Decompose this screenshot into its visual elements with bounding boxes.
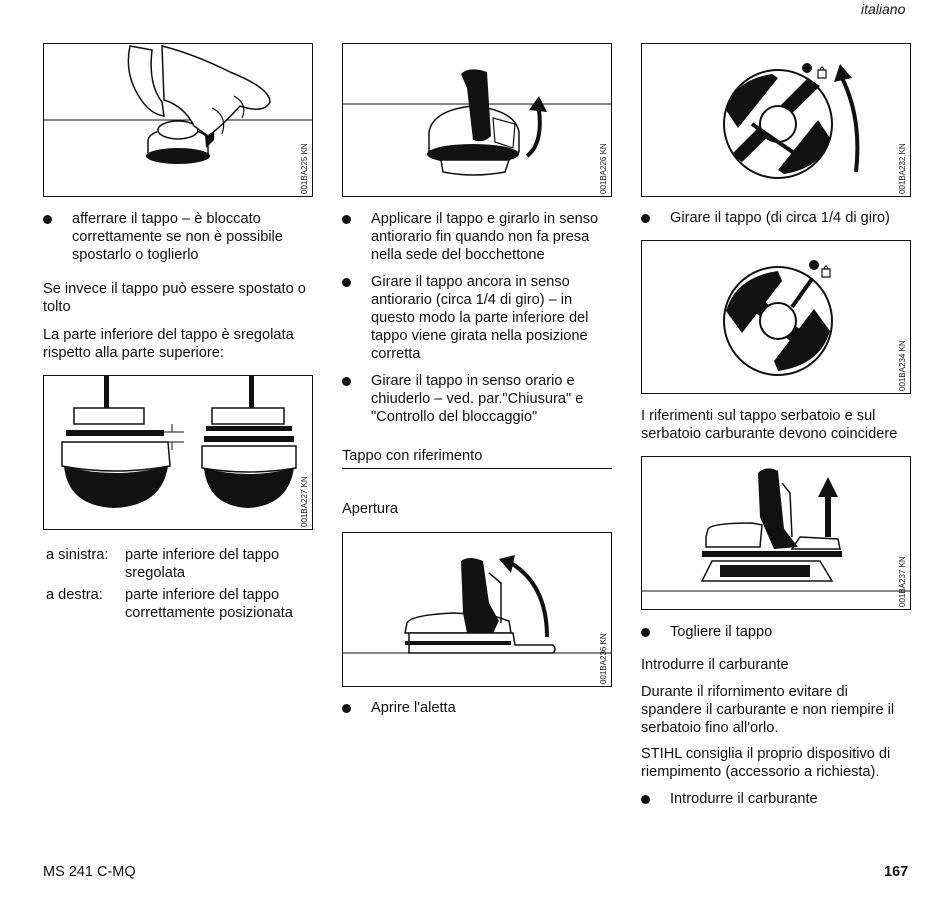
bullet-text: Togliere il tappo [670,624,773,640]
figure-remove-cap: 001BA237 KN [641,456,911,610]
bullet-dot [342,377,351,386]
figure-code: 001BA232 KN [898,143,907,194]
bullet-text: Introdurre il carburante [670,791,818,807]
bullet-dot [342,278,351,287]
bullet-dot [641,214,650,223]
figure-code: 001BA225 KN [300,143,309,194]
turn-quarter-illustration [723,63,860,179]
figure-open-flap: 001BA236 KN [342,532,612,687]
remove-cap-illustration [642,468,910,592]
bullet-text: Aprire l'aletta [371,700,456,716]
bullet-turn-quarter: Girare il tappo (di circa 1/4 di giro) [641,209,921,229]
section-title-cap-mark: Tappo con riferimento [342,447,612,469]
para-stihl-recommend: STIHL consiglia il proprio dispositivo d… [641,746,891,780]
figure-code: 001BA226 KN [599,143,608,194]
bullet-open-flap: Aprire l'aletta [342,699,612,719]
figure-code: 001BA236 KN [599,633,608,684]
open-flap-illustration [343,555,611,654]
bullet-remove-cap: Togliere il tappo [641,623,921,643]
marks-aligned-illustration [723,260,833,376]
figure-cap-comparison: 001BA227 KN [43,375,313,530]
subheading-opening: Apertura [342,501,398,517]
heading-cap-loose: Se invece il tappo può essere spostato o… [43,281,306,315]
para-misaligned: La parte inferiore del tappo è sregolata… [43,327,294,361]
bullet-dot [641,628,650,637]
figure-grip-cap: 001BA225 KN [43,43,313,197]
apply-cap-illustration [343,69,611,176]
bullet-refuel: Introdurre il carburante [641,790,921,810]
bullet-dot [342,704,351,713]
bullet-dot [43,215,52,224]
bullet-dot [342,215,351,224]
bullet-dot [641,795,650,804]
heading-refuel: Introdurre il carburante [641,657,789,673]
footer-model: MS 241 C-MQ [43,864,136,880]
figure-marks-aligned: 001BA234 KN [641,240,911,394]
grip-cap-illustration [44,45,312,164]
bullet-text: Girare il tappo (di circa 1/4 di giro) [670,210,890,226]
figure-code: 001BA227 KN [300,476,309,527]
figure-code: 001BA234 KN [898,340,907,391]
figure-apply-cap: 001BA226 KN [342,43,612,197]
page-number: 167 [884,864,909,880]
figure-turn-quarter: 001BA232 KN [641,43,911,197]
language-label: italiano [861,1,906,17]
cap-comparison-illustration [61,376,297,508]
figure-code: 001BA237 KN [898,556,907,607]
